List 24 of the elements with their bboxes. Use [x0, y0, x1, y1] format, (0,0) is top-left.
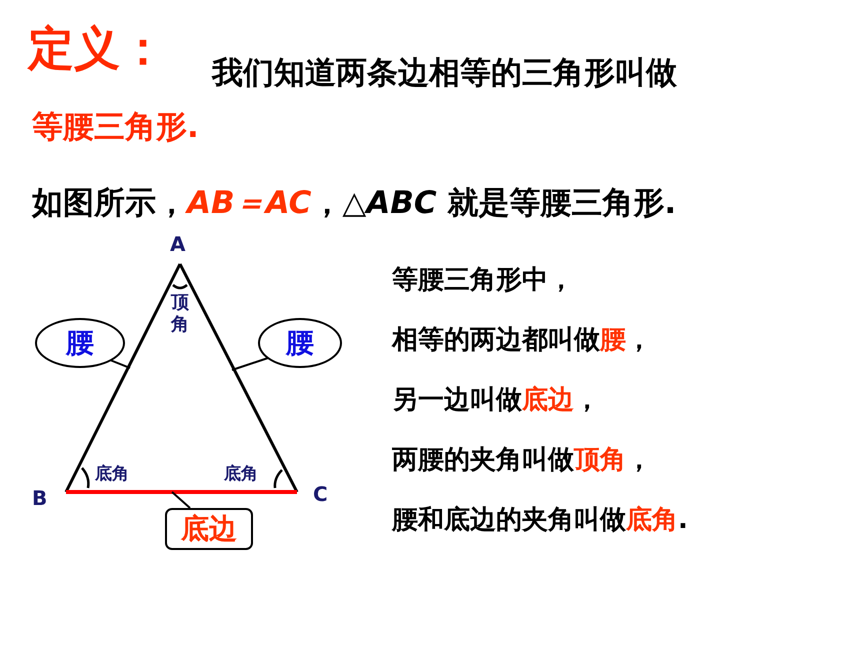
leader-line [110, 359, 130, 369]
callout-text: 腰 [66, 325, 94, 361]
callout-text: 腰 [286, 325, 314, 361]
property-text: 相等的两边都叫做腰， [392, 324, 652, 357]
callout-text: 底边 [181, 511, 237, 547]
angle-label: 底角 [95, 463, 129, 485]
callout-box [165, 508, 253, 550]
property-text: 等腰三角形中， [392, 264, 574, 297]
property-text: 两腰的夹角叫做顶角， [392, 444, 652, 477]
leader-line [171, 491, 191, 509]
vertex-label: C [313, 482, 328, 506]
vertex-label: B [32, 486, 48, 510]
vertex-label: A [170, 232, 186, 256]
leader-line [232, 357, 268, 371]
triangle-base [66, 490, 297, 494]
term-text: 等腰三角形. [32, 108, 199, 147]
example-sentence: 如图所示，AB＝AC，△ABC 就是等腰三角形. [32, 184, 676, 223]
property-text: 另一边叫做底边， [392, 384, 600, 417]
definition-text: 我们知道两条边相等的三角形叫做 [212, 54, 677, 93]
callout-bubble [258, 318, 342, 368]
angle-label: 底角 [224, 463, 258, 485]
slide-title: 定义： [28, 20, 166, 77]
angle-label: 顶角 [171, 292, 190, 336]
property-text: 腰和底边的夹角叫做底角. [392, 504, 688, 537]
